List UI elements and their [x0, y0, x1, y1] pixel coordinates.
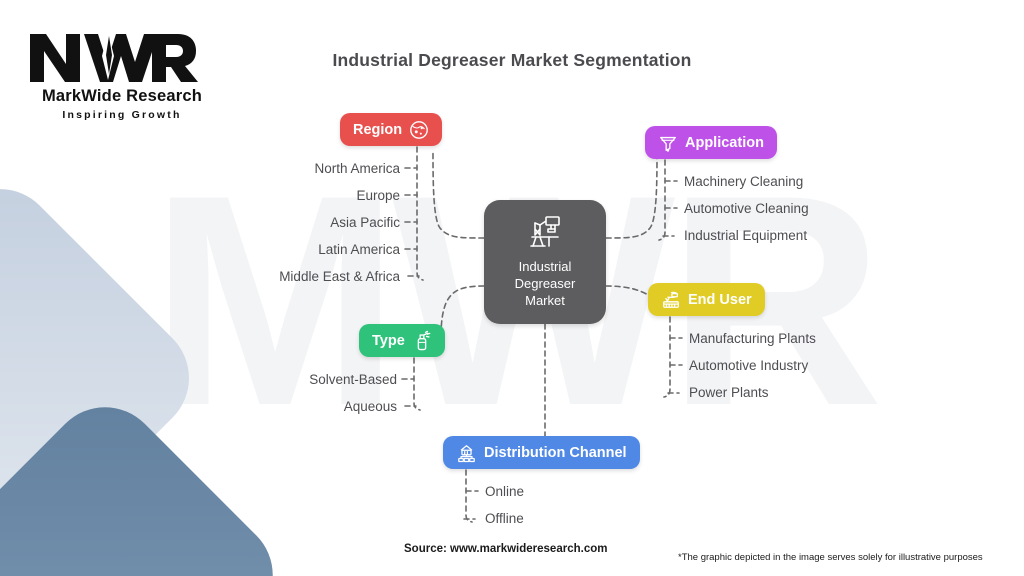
list-item[interactable]: Online [485, 484, 525, 499]
brand-logo: MarkWide Research Inspiring Growth [22, 28, 222, 123]
brand-tagline: Inspiring Growth [62, 109, 182, 121]
list-item[interactable]: North America [314, 161, 400, 176]
branch-items-distribution-channel: Online Offline [485, 478, 705, 532]
center-label-1: Industrial [518, 259, 572, 274]
branch-pill-type[interactable]: Type [359, 324, 445, 357]
center-label-2: Degreaser [514, 276, 576, 291]
list-item[interactable]: Latin America [318, 242, 400, 257]
branch-items-type: Solvent-Based Aqueous [200, 366, 397, 420]
branch-items-application: Machinery Cleaning Automotive Cleaning I… [684, 168, 944, 249]
list-item[interactable]: Asia Pacific [330, 215, 400, 230]
center-label: Industrial Degreaser Market [515, 258, 576, 309]
list-item[interactable]: Offline [485, 511, 524, 526]
funnel-icon [658, 133, 678, 153]
industrial-machine-icon [527, 215, 563, 254]
center-label-3: Market [525, 293, 565, 308]
list-item[interactable]: Manufacturing Plants [689, 331, 816, 346]
list-item[interactable]: Automotive Industry [689, 358, 809, 373]
center-node[interactable]: Industrial Degreaser Market [484, 200, 606, 324]
list-item[interactable]: Europe [356, 188, 400, 203]
list-item[interactable]: Machinery Cleaning [684, 174, 804, 189]
branch-pill-application[interactable]: Application [645, 126, 777, 159]
branch-label-application: Application [685, 134, 764, 151]
branch-label-distribution-channel: Distribution Channel [484, 444, 627, 461]
branch-items-end-user: Manufacturing Plants Automotive Industry… [689, 325, 949, 406]
list-item[interactable]: Aqueous [343, 399, 397, 414]
list-item[interactable]: Power Plants [689, 385, 769, 400]
list-item[interactable]: Automotive Cleaning [684, 201, 809, 216]
branch-label-region: Region [353, 121, 403, 138]
source-text: Source: www.markwideresearch.com [404, 543, 608, 555]
sitemap-icon [456, 443, 477, 463]
branch-label-end-user: End User [688, 291, 752, 308]
factory-icon [661, 290, 681, 310]
list-item[interactable]: Solvent-Based [309, 372, 397, 387]
branch-pill-region[interactable]: Region [340, 113, 443, 146]
branch-pill-end-user[interactable]: End User [648, 283, 765, 316]
brand-name: MarkWide Research [41, 87, 203, 105]
branch-pill-distribution-channel[interactable]: Distribution Channel [443, 436, 640, 469]
disclaimer-text: *The graphic depicted in the image serve… [678, 552, 983, 563]
page-title: Industrial Degreaser Market Segmentation [332, 50, 692, 70]
list-item[interactable]: Industrial Equipment [684, 228, 808, 243]
list-item[interactable]: Middle East & Africa [279, 269, 400, 284]
branch-items-region: North America Europe Asia Pacific Latin … [180, 155, 400, 290]
branch-label-type: Type [372, 332, 405, 349]
spray-bottle-icon [412, 330, 432, 351]
mwr-logo-mark [30, 32, 198, 82]
globe-icon [409, 120, 429, 140]
